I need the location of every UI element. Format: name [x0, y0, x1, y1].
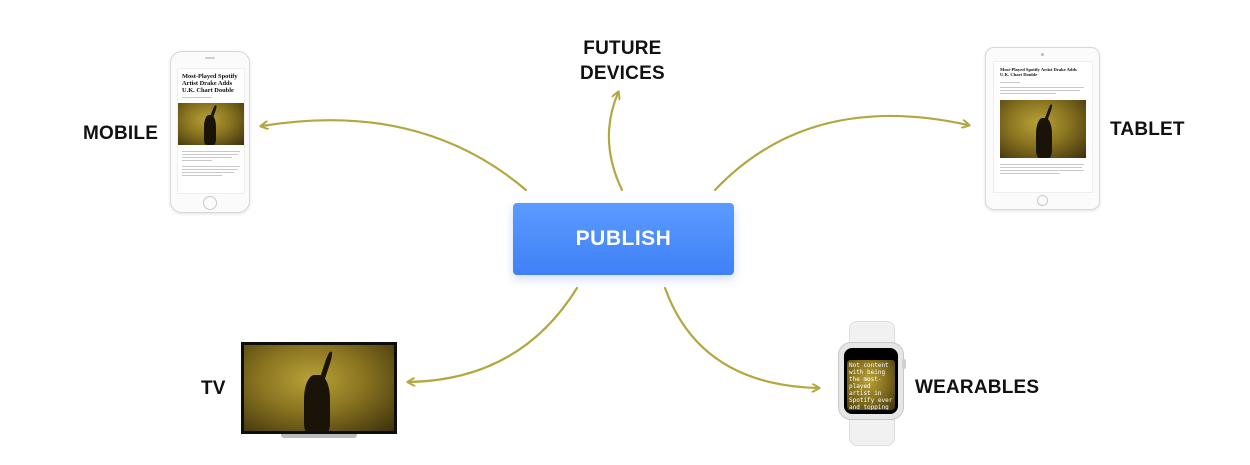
tablet-camera: [1041, 53, 1044, 56]
label-tv: TV: [201, 378, 226, 399]
label-future-devices: FUTURE DEVICES: [580, 38, 665, 84]
publish-button[interactable]: PUBLISH: [513, 203, 734, 275]
phone-speaker: [205, 57, 215, 59]
arrow-to-mobile: [262, 119, 528, 192]
watch-device-icon: Not content with being the most-played a…: [838, 342, 906, 420]
tablet-device-icon: Most-Played Spotify Artist Drake Adds U.…: [985, 47, 1100, 210]
watch-crown: [902, 359, 906, 369]
phone-article-photo: [178, 103, 244, 145]
tablet-home-button: [1037, 195, 1048, 206]
watch-face: Not content with being the most-played a…: [844, 348, 898, 414]
arrow-to-future-devices: [607, 93, 624, 192]
label-wearables: WEARABLES: [915, 377, 1040, 398]
arrow-to-tv: [409, 286, 579, 382]
tv-screen-photo: [244, 345, 394, 431]
arrow-to-tablet: [713, 114, 968, 192]
phone-home-button: [203, 196, 217, 210]
phone-article-headline: Most-Played Spotify Artist Drake Adds U.…: [182, 73, 238, 94]
label-tablet: TABLET: [1110, 119, 1185, 140]
watch-caption: Not content with being the most-played a…: [849, 362, 893, 410]
tablet-screen: Most-Played Spotify Artist Drake Adds U.…: [993, 61, 1093, 193]
phone-device-icon: Most-Played Spotify Artist Drake Adds U.…: [170, 51, 250, 213]
tv-device-icon: [241, 342, 397, 434]
label-mobile: MOBILE: [83, 123, 159, 144]
phone-screen: Most-Played Spotify Artist Drake Adds U.…: [177, 68, 245, 194]
watch-photo: Not content with being the most-played a…: [847, 360, 895, 410]
tablet-article-photo: [1000, 99, 1086, 158]
arrow-to-wearables: [663, 286, 818, 388]
tv-stand: [281, 434, 357, 438]
tablet-article-headline: Most-Played Spotify Artist Drake Adds U.…: [1000, 67, 1077, 78]
